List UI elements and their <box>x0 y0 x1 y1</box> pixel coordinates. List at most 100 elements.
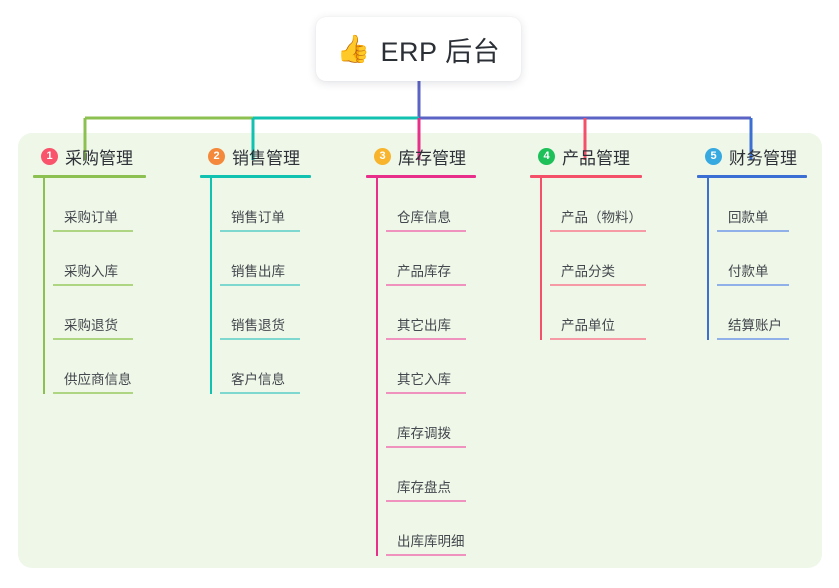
branch-item[interactable]: 供应商信息 <box>43 340 146 394</box>
branch-item-label: 销售订单 <box>231 210 285 225</box>
branch-item-label: 采购订单 <box>64 210 118 225</box>
branch-item-underline <box>386 500 466 502</box>
branch-item-list: 回款单付款单结算账户 <box>697 178 807 340</box>
branch-title: 库存管理 <box>398 148 466 168</box>
branch-column-5: 5 财务管理回款单付款单结算账户 <box>697 143 807 340</box>
branch-item[interactable]: 产品单位 <box>540 286 646 340</box>
branch-title: 销售管理 <box>232 148 300 168</box>
branch-item[interactable]: 销售退货 <box>210 286 311 340</box>
branch-item[interactable]: 结算账户 <box>707 286 807 340</box>
branch-underline <box>697 175 807 178</box>
branches-panel <box>18 133 822 568</box>
root-node-card[interactable]: 👍 ERP 后台 <box>316 17 521 81</box>
branch-item-label: 销售出库 <box>231 264 285 279</box>
branch-header-3[interactable]: 3 库存管理 <box>366 143 476 169</box>
branch-column-4: 4 产品管理产品（物料） 产品分类产品单位 <box>530 143 646 340</box>
branch-item[interactable]: 库存调拨 <box>376 394 476 448</box>
branch-spine <box>376 178 378 556</box>
branch-item[interactable]: 客户信息 <box>210 340 311 394</box>
branch-item-label: 其它入库 <box>397 372 451 387</box>
branch-item[interactable]: 产品（物料） <box>540 178 646 232</box>
branch-number-badge: 2 <box>208 147 225 165</box>
branch-item[interactable]: 库存盘点 <box>376 448 476 502</box>
branch-item-underline <box>386 446 466 448</box>
thumbs-up-icon: 👍 <box>336 33 371 65</box>
branch-item-underline <box>386 338 466 340</box>
branch-item[interactable]: 销售订单 <box>210 178 311 232</box>
branch-item-label: 采购入库 <box>64 264 118 279</box>
branch-spine <box>210 178 212 394</box>
branch-number-badge: 5 <box>705 147 722 165</box>
branch-item-underline <box>386 554 466 556</box>
root-title: ERP 后台 <box>380 36 501 67</box>
branch-item-underline <box>220 338 300 340</box>
branch-number-badge: 4 <box>538 147 555 165</box>
branch-item-label: 客户信息 <box>231 372 285 387</box>
branch-title: 产品管理 <box>562 148 630 168</box>
branch-item-label: 产品单位 <box>561 318 615 333</box>
branch-item-label: 回款单 <box>728 210 769 225</box>
branch-title: 财务管理 <box>729 148 797 168</box>
branch-item[interactable]: 采购订单 <box>43 178 146 232</box>
branch-item-label: 其它出库 <box>397 318 451 333</box>
branch-spine <box>540 178 542 340</box>
branch-item[interactable]: 销售出库 <box>210 232 311 286</box>
branch-item-label: 销售退货 <box>231 318 285 333</box>
branch-item-list: 采购订单采购入库采购退货供应商信息 <box>33 178 146 394</box>
branch-column-2: 2 销售管理销售订单销售出库销售退货客户信息 <box>200 143 311 394</box>
branch-item-label: 产品库存 <box>397 264 451 279</box>
branch-item-label: 结算账户 <box>728 318 782 333</box>
branch-spine <box>707 178 709 340</box>
branch-item[interactable]: 其它出库 <box>376 286 476 340</box>
branch-item-label: 付款单 <box>728 264 769 279</box>
branch-item[interactable]: 产品分类 <box>540 232 646 286</box>
branch-item-underline <box>386 284 466 286</box>
branch-item-underline <box>717 230 789 232</box>
branch-item[interactable]: 采购退货 <box>43 286 146 340</box>
branch-underline <box>366 175 476 178</box>
branch-item-label: 产品分类 <box>561 264 615 279</box>
branch-item-underline <box>550 230 646 232</box>
branch-column-3: 3 库存管理仓库信息产品库存其它出库其它入库库存调拨库存盘点出库库明细 <box>366 143 476 556</box>
branch-header-2[interactable]: 2 销售管理 <box>200 143 311 169</box>
branch-header-1[interactable]: 1 采购管理 <box>33 143 146 169</box>
branch-item-underline <box>220 392 300 394</box>
branch-underline <box>200 175 311 178</box>
branch-item-underline <box>53 230 133 232</box>
branch-item-list: 仓库信息产品库存其它出库其它入库库存调拨库存盘点出库库明细 <box>366 178 476 556</box>
branch-item-label: 仓库信息 <box>397 210 451 225</box>
branch-item[interactable]: 其它入库 <box>376 340 476 394</box>
branch-header-4[interactable]: 4 产品管理 <box>530 143 642 169</box>
branch-item-label: 库存盘点 <box>397 480 451 495</box>
branch-item-underline <box>550 284 646 286</box>
branch-item[interactable]: 采购入库 <box>43 232 146 286</box>
branch-item-underline <box>550 338 646 340</box>
branch-number-badge: 3 <box>374 147 391 165</box>
branch-item-label: 供应商信息 <box>64 372 132 387</box>
branch-item-underline <box>220 230 300 232</box>
branch-item-label: 采购退货 <box>64 318 118 333</box>
branch-item[interactable]: 付款单 <box>707 232 807 286</box>
branch-item-label: 出库库明细 <box>397 534 465 549</box>
branch-item-label: 产品（物料） <box>561 210 642 225</box>
branch-item-underline <box>386 230 466 232</box>
branch-item-list: 产品（物料） 产品分类产品单位 <box>530 178 646 340</box>
branch-item[interactable]: 产品库存 <box>376 232 476 286</box>
branch-item[interactable]: 仓库信息 <box>376 178 476 232</box>
branch-number-badge: 1 <box>41 147 58 165</box>
branch-title: 采购管理 <box>65 148 133 168</box>
branch-column-1: 1 采购管理采购订单采购入库采购退货供应商信息 <box>33 143 146 394</box>
branch-item-underline <box>717 338 789 340</box>
branch-item-label: 库存调拨 <box>397 426 451 441</box>
branch-item-underline <box>220 284 300 286</box>
branch-item[interactable]: 出库库明细 <box>376 502 476 556</box>
branch-header-5[interactable]: 5 财务管理 <box>697 143 807 169</box>
branch-item-underline <box>53 392 133 394</box>
branch-underline <box>33 175 146 178</box>
branch-item[interactable]: 回款单 <box>707 178 807 232</box>
branch-item-list: 销售订单销售出库销售退货客户信息 <box>200 178 311 394</box>
branch-item-underline <box>53 338 133 340</box>
branch-spine <box>43 178 45 394</box>
branch-item-underline <box>53 284 133 286</box>
